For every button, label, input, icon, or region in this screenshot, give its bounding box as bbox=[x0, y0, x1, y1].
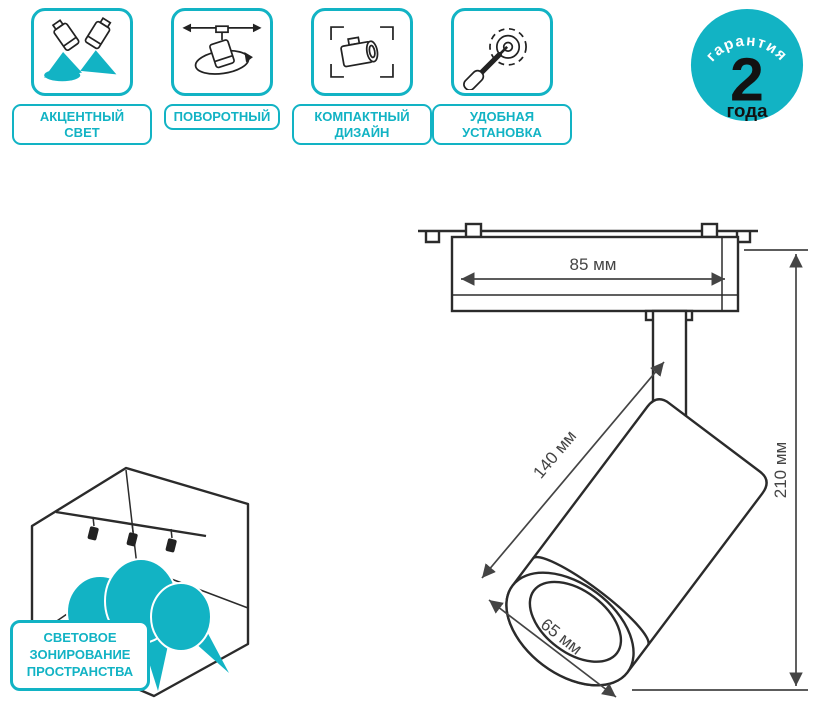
rotatable-icon bbox=[182, 23, 262, 75]
warranty-value: 2 bbox=[730, 45, 764, 113]
feature-box-accent-light bbox=[31, 8, 133, 96]
feature-label-accent-light: АКЦЕНТНЫЙ СВЕТ bbox=[12, 104, 152, 146]
feature-box-rotatable bbox=[171, 8, 273, 96]
features-row: АКЦЕНТНЫЙ СВЕТ ПОВОРОТНЫЙ bbox=[12, 8, 572, 146]
dim-line-diameter bbox=[488, 599, 617, 698]
room-lamps bbox=[87, 516, 177, 553]
spotlight-body bbox=[505, 398, 768, 687]
dim-line-body-length bbox=[481, 361, 665, 579]
feature-label-easy-install: УДОБНАЯ УСТАНОВКА bbox=[432, 104, 572, 146]
room-track bbox=[55, 510, 207, 538]
dim-label-track-width: 85 мм bbox=[569, 255, 616, 274]
accent-light-icon bbox=[44, 17, 117, 82]
feature-box-easy-install bbox=[451, 8, 553, 96]
warranty-badge-circle bbox=[690, 8, 804, 122]
dim-label-body-length: 140 мм bbox=[529, 427, 580, 482]
easy-install-icon bbox=[463, 27, 527, 90]
warranty-unit: года bbox=[727, 100, 769, 121]
feature-rotatable: ПОВОРОТНЫЙ bbox=[152, 8, 292, 145]
feature-easy-install: УДОБНАЯ УСТАНОВКА bbox=[432, 8, 572, 146]
dim-label-total-height: 210 мм bbox=[771, 442, 790, 498]
feature-box-compact-design bbox=[311, 8, 413, 96]
warranty-badge: гарантия 2 года bbox=[690, 8, 804, 122]
feature-accent-light: АКЦЕНТНЫЙ СВЕТ bbox=[12, 8, 152, 146]
feature-compact-design: КОМПАКТНЫЙ ДИЗАЙН bbox=[292, 8, 432, 146]
feature-label-compact-design: КОМПАКТНЫЙ ДИЗАЙН bbox=[292, 104, 432, 146]
feature-label-rotatable: ПОВОРОТНЫЙ bbox=[163, 104, 281, 130]
zoning-label: СВЕТОВОЕ ЗОНИРОВАНИЕ ПРОСТРАНСТВА bbox=[10, 620, 150, 691]
compact-design-icon bbox=[330, 26, 394, 78]
